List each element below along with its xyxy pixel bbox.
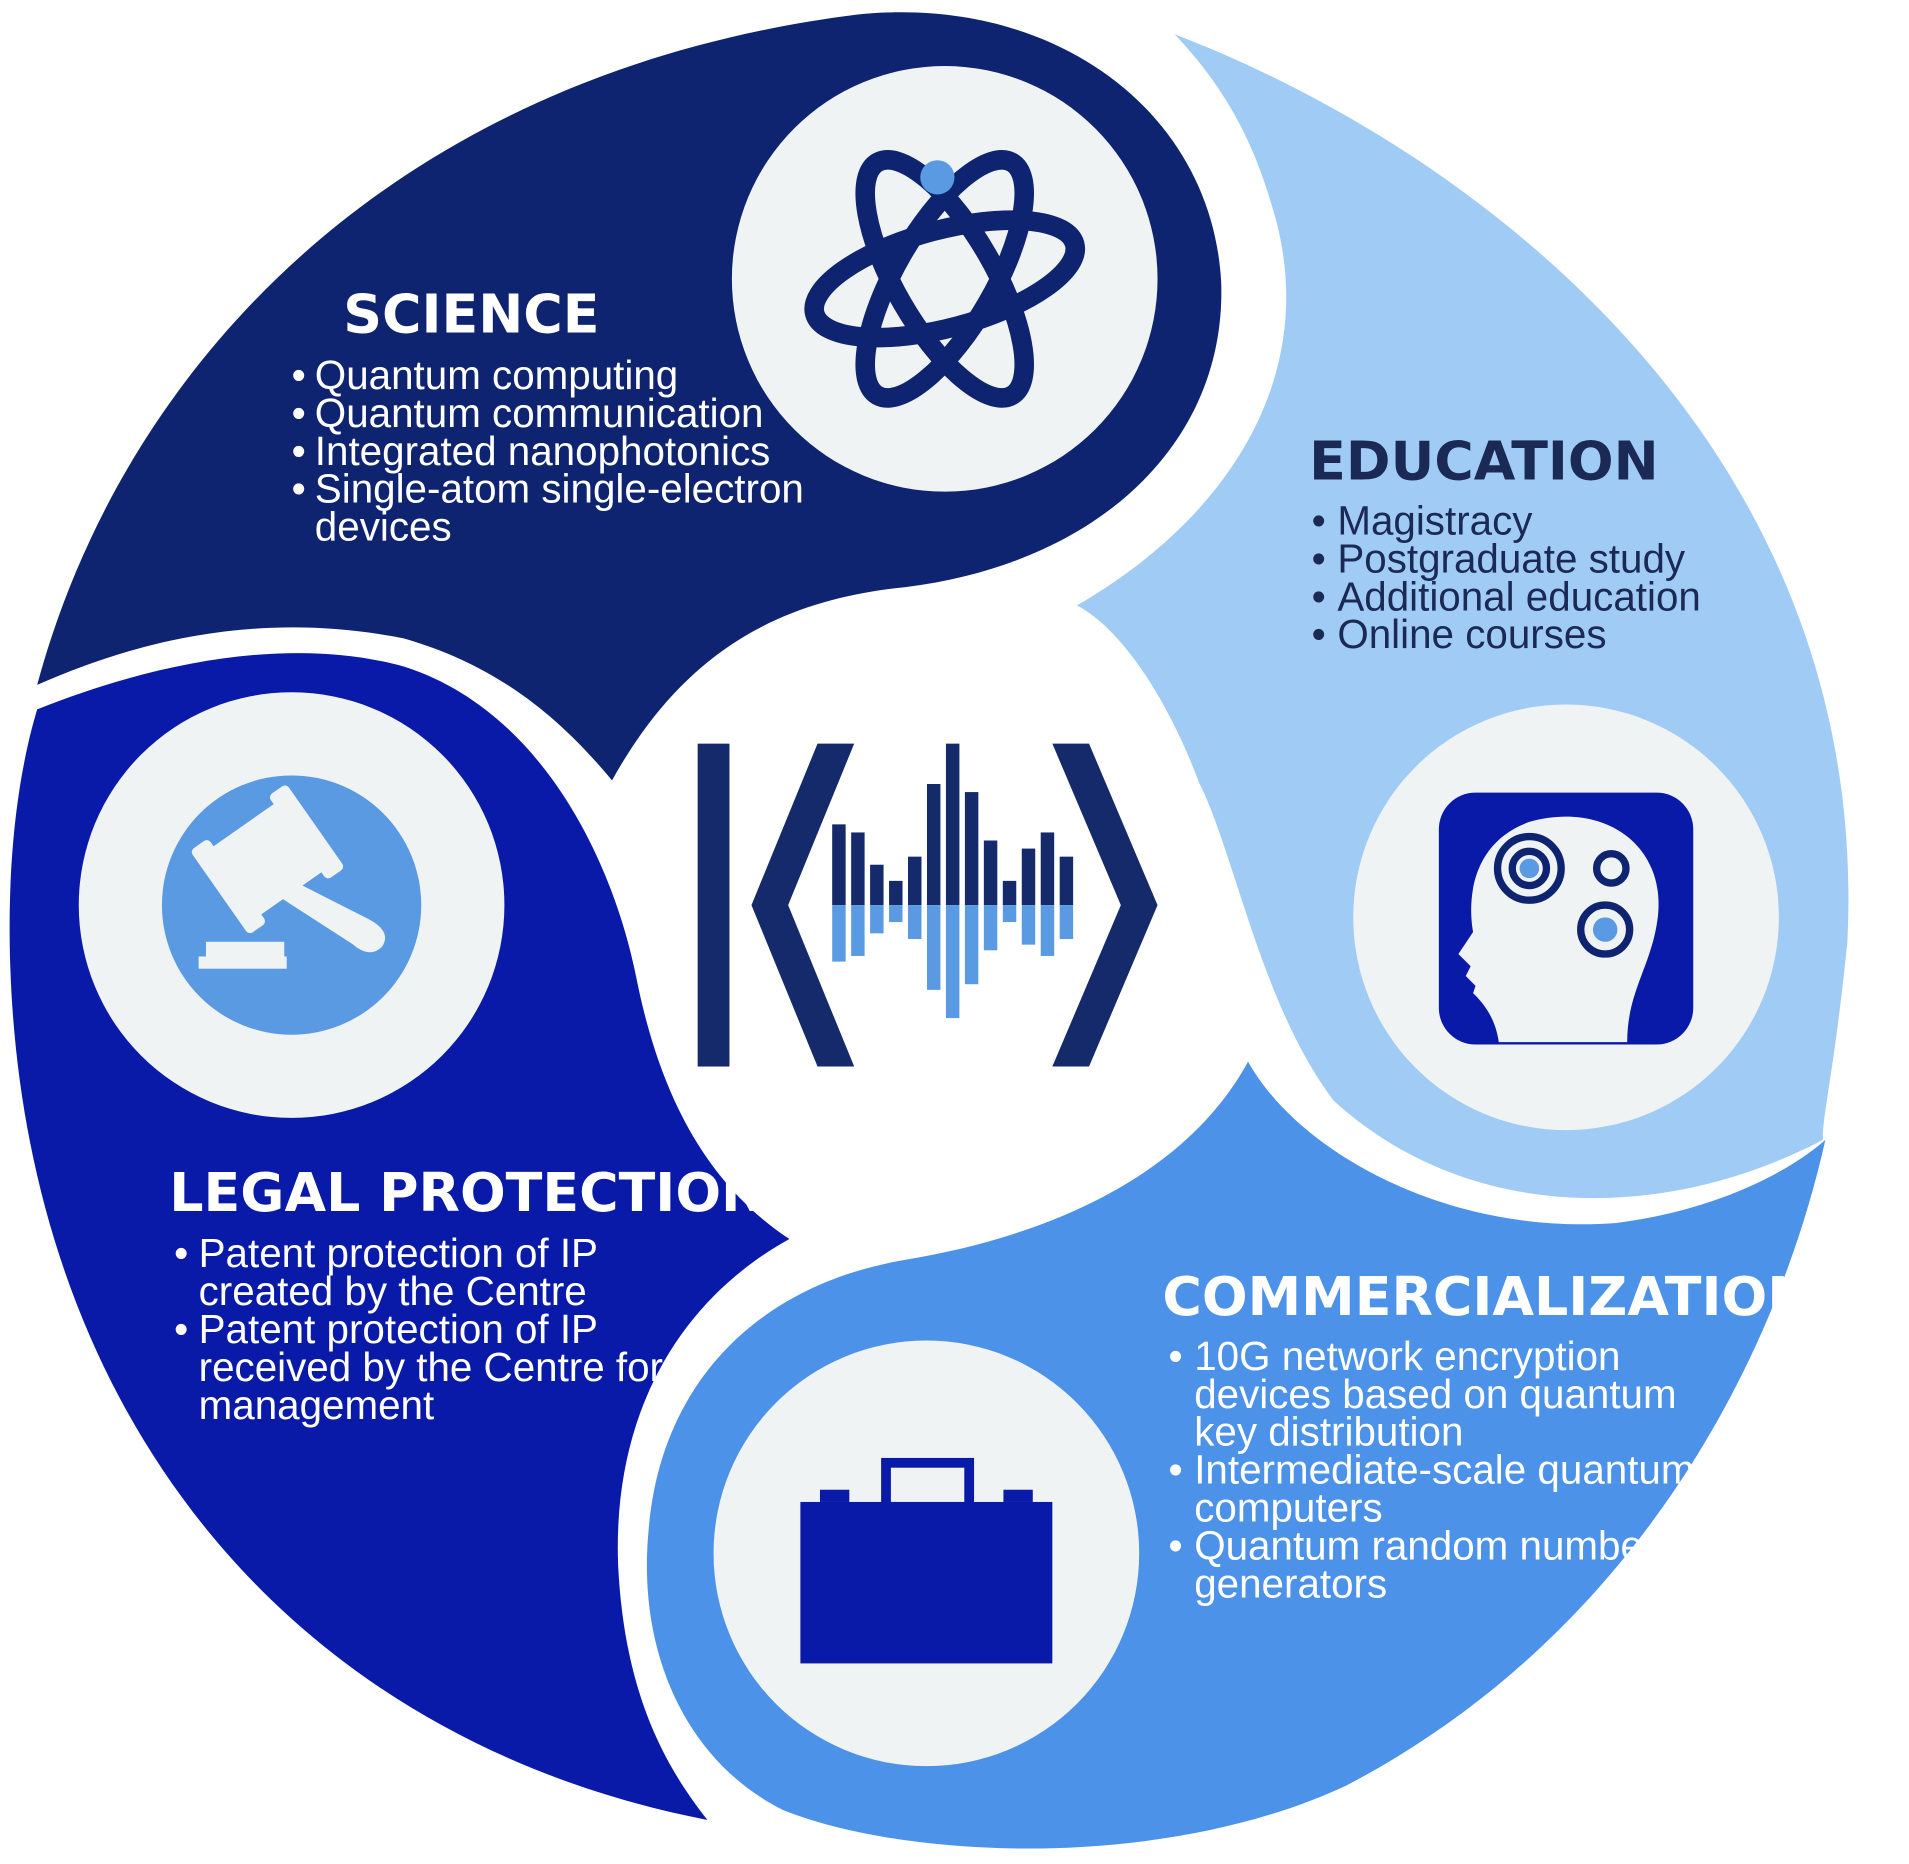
wave-bar-bottom bbox=[870, 905, 884, 934]
wave-bar-top bbox=[832, 824, 846, 906]
wave-bar-top bbox=[1021, 848, 1036, 906]
wave-bar-bottom bbox=[851, 905, 865, 956]
education-item: Magistracy bbox=[1337, 497, 1533, 543]
commercialization-item: generators bbox=[1194, 1560, 1387, 1606]
wave-bar-bottom bbox=[1040, 905, 1055, 956]
science-title: SCIENCE bbox=[343, 283, 599, 346]
wave-bar-bottom bbox=[983, 905, 998, 951]
wave-bar-bottom bbox=[1059, 905, 1074, 939]
commercialization-title: COMMERCIALIZATION bbox=[1162, 1265, 1812, 1328]
wave-bar-bottom bbox=[964, 905, 979, 985]
science-text-block: SCIENCE • Quantum computing • Quantum co… bbox=[292, 283, 804, 550]
science-item: • bbox=[292, 390, 306, 436]
education-item: • bbox=[1312, 611, 1326, 657]
wave-bar-top bbox=[983, 840, 998, 906]
commercialization-text-block: COMMERCIALIZATION • 10G network encrypti… bbox=[1162, 1265, 1812, 1607]
science-item: • bbox=[292, 466, 306, 512]
legal-item: created by the Centre bbox=[199, 1268, 587, 1314]
gavel-icon bbox=[191, 785, 386, 969]
wave-bar-top bbox=[851, 832, 865, 906]
education-title: EDUCATION bbox=[1309, 429, 1659, 492]
wave-bar-top bbox=[926, 784, 941, 906]
wave-bar-top bbox=[1059, 856, 1074, 906]
commercialization-item: • bbox=[1169, 1333, 1183, 1379]
science-item: • bbox=[292, 428, 306, 474]
commercialization-item: Intermediate-scale quantum bbox=[1194, 1447, 1694, 1493]
legal-item: received by the Centre for bbox=[199, 1344, 663, 1390]
education-text-block: EDUCATION • Magistracy • Postgraduate st… bbox=[1309, 429, 1701, 657]
science-item: devices bbox=[315, 504, 452, 550]
wave-bar-bottom bbox=[945, 905, 960, 1019]
science-item: Single-atom single-electron bbox=[315, 466, 804, 512]
electron-dot bbox=[920, 160, 955, 195]
science-item: Quantum computing bbox=[315, 352, 678, 398]
atom-icon bbox=[804, 150, 1086, 408]
wave-bar-top bbox=[908, 856, 922, 906]
commercialization-item: computers bbox=[1194, 1485, 1382, 1531]
legal-text-block: LEGAL PROTECTION • Patent protection of … bbox=[169, 1161, 766, 1428]
science-item: • bbox=[292, 352, 306, 398]
education-item: Online courses bbox=[1337, 611, 1606, 657]
legal-item: Patent protection of IP bbox=[199, 1230, 598, 1276]
wave-bar-top bbox=[870, 864, 884, 906]
wave-bar-top bbox=[964, 792, 979, 906]
commercialization-item: 10G network encryption bbox=[1194, 1333, 1620, 1379]
legal-title: LEGAL PROTECTION bbox=[169, 1161, 766, 1224]
wave-bar-top bbox=[889, 880, 903, 906]
education-item: Postgraduate study bbox=[1337, 535, 1686, 581]
wave-bar-bottom bbox=[832, 905, 846, 962]
legal-item: • bbox=[174, 1230, 188, 1276]
wave-bar-bottom bbox=[908, 905, 922, 939]
wave-bar-top bbox=[945, 743, 960, 906]
head-gears-icon bbox=[1458, 816, 1659, 1043]
science-item: Quantum communication bbox=[315, 390, 764, 436]
education-item: • bbox=[1312, 535, 1326, 581]
legal-item: • bbox=[174, 1306, 188, 1352]
education-item: Additional education bbox=[1337, 573, 1701, 619]
science-icon-circle bbox=[731, 66, 1158, 492]
wave-bar-top bbox=[1002, 880, 1017, 906]
education-item: • bbox=[1312, 573, 1326, 619]
wave-bar-bottom bbox=[889, 905, 903, 923]
quantum-ket-logo bbox=[697, 743, 1158, 1067]
commercialization-item: Quantum random number bbox=[1194, 1522, 1656, 1568]
science-item: Integrated nanophotonics bbox=[315, 428, 771, 474]
wave-bar-bottom bbox=[1021, 905, 1036, 945]
briefcase-icon bbox=[800, 1457, 1053, 1664]
wave-bar-top bbox=[1040, 832, 1055, 906]
legal-item: management bbox=[199, 1382, 435, 1428]
education-item: • bbox=[1312, 497, 1326, 543]
commercialization-item: • bbox=[1169, 1447, 1183, 1493]
wave-bars bbox=[832, 743, 1074, 1019]
wave-bar-bottom bbox=[1002, 905, 1017, 923]
legal-item: Patent protection of IP bbox=[199, 1306, 598, 1352]
commercialization-item: key distribution bbox=[1194, 1409, 1463, 1455]
commercialization-item: devices based on quantum bbox=[1194, 1371, 1676, 1417]
wave-bar-bottom bbox=[926, 905, 941, 990]
commercialization-item: • bbox=[1169, 1522, 1183, 1568]
